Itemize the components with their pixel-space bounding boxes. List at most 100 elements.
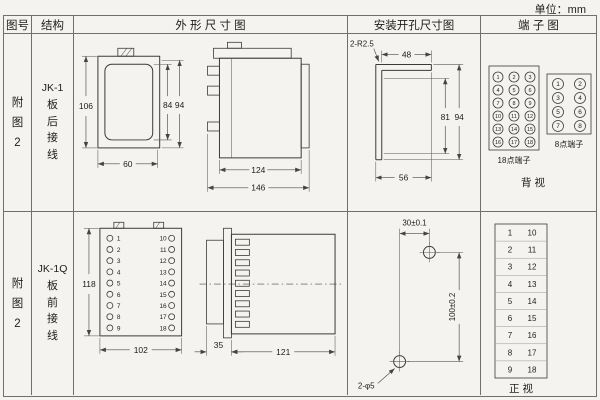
dim-height-106: 106 bbox=[79, 101, 93, 111]
svg-text:2: 2 bbox=[512, 75, 515, 81]
svg-text:2: 2 bbox=[578, 81, 582, 88]
svg-text:14: 14 bbox=[511, 127, 517, 133]
svg-text:11: 11 bbox=[511, 114, 517, 120]
terminal-strip-outline bbox=[494, 223, 548, 379]
jk1-side-view: 124 146 bbox=[207, 41, 310, 192]
jk1-front-view: 106 84 94 60 bbox=[79, 47, 185, 168]
svg-text:5: 5 bbox=[556, 109, 560, 116]
svg-text:3: 3 bbox=[508, 263, 513, 272]
svg-text:7: 7 bbox=[117, 303, 121, 310]
jk1q-side-view: 35 121 bbox=[194, 227, 344, 357]
dim-width-102: 102 bbox=[134, 345, 148, 355]
svg-text:3: 3 bbox=[528, 75, 531, 81]
svg-text:10: 10 bbox=[528, 229, 537, 238]
svg-text:12: 12 bbox=[527, 114, 533, 120]
col-header-install: 安装开孔尺寸图 bbox=[348, 16, 481, 34]
svg-text:6: 6 bbox=[578, 109, 582, 116]
dim-width-48: 48 bbox=[402, 49, 412, 59]
figure-number-row2: 附图2 bbox=[11, 277, 24, 330]
install-cell-row1: 2-R2.5 48 81 94 bbox=[348, 34, 481, 212]
svg-text:18: 18 bbox=[528, 365, 537, 374]
svg-text:16: 16 bbox=[159, 303, 167, 310]
svg-text:15: 15 bbox=[527, 127, 533, 133]
svg-text:17: 17 bbox=[528, 348, 537, 357]
svg-text:4: 4 bbox=[578, 95, 582, 102]
dim-height-94: 94 bbox=[175, 100, 185, 110]
rear-view-label: 背 视 bbox=[521, 176, 545, 189]
svg-text:6: 6 bbox=[528, 88, 531, 94]
model-jk1: JK-1 bbox=[41, 82, 64, 94]
svg-text:5: 5 bbox=[512, 88, 515, 94]
spec-table: 图号 结构 外 形 尺 寸 图 安装开孔尺寸图 端 子 图 附图2 JK-1 板… bbox=[3, 15, 597, 397]
svg-text:12: 12 bbox=[159, 258, 167, 265]
jk1-install-drawing: 2-R2.5 48 81 94 bbox=[350, 39, 464, 182]
dim-height-84: 84 bbox=[163, 100, 173, 110]
dim-height-94-install: 94 bbox=[454, 112, 464, 122]
model-jk1q: JK-1Q bbox=[37, 263, 68, 275]
terminal-8-label: 8点端子 bbox=[555, 139, 583, 149]
svg-text:8: 8 bbox=[508, 348, 513, 357]
svg-text:15: 15 bbox=[159, 292, 167, 299]
svg-text:5: 5 bbox=[508, 297, 513, 306]
jk1q-install-drawing: 30±0.1 100±0.2 2-φ5 bbox=[358, 219, 464, 390]
svg-text:11: 11 bbox=[160, 247, 167, 254]
svg-text:17: 17 bbox=[511, 140, 517, 146]
svg-text:1: 1 bbox=[117, 236, 121, 243]
jk1-outline-drawing: 106 84 94 60 bbox=[79, 41, 310, 192]
svg-text:6: 6 bbox=[117, 292, 121, 299]
dim-depth-124: 124 bbox=[251, 164, 265, 174]
dim-depth-35: 35 bbox=[214, 340, 224, 350]
dim-hole-spacing-y: 100±0.2 bbox=[448, 293, 457, 322]
svg-text:18: 18 bbox=[159, 325, 167, 332]
svg-text:9: 9 bbox=[117, 325, 121, 332]
svg-text:14: 14 bbox=[159, 281, 167, 288]
wiring-type-row2: 板前接线 bbox=[47, 280, 58, 342]
svg-text:8: 8 bbox=[512, 101, 515, 107]
svg-text:12: 12 bbox=[528, 263, 537, 272]
svg-text:2: 2 bbox=[508, 246, 513, 255]
svg-text:1: 1 bbox=[508, 229, 513, 238]
svg-text:16: 16 bbox=[528, 331, 537, 340]
col-header-outline: 外 形 尺 寸 图 bbox=[74, 16, 348, 34]
svg-text:8: 8 bbox=[117, 314, 121, 321]
front-view-label: 正 视 bbox=[509, 382, 533, 395]
svg-text:6: 6 bbox=[508, 314, 513, 323]
svg-text:1: 1 bbox=[496, 75, 499, 81]
col-header-structure: 结构 bbox=[32, 16, 74, 34]
structure-cell-row1: JK-1 板后接线 bbox=[32, 34, 74, 212]
outline-cell-row1: 106 84 94 60 bbox=[74, 34, 348, 212]
dim-width-60: 60 bbox=[123, 158, 133, 168]
dim-depth-121: 121 bbox=[276, 347, 290, 357]
figure-number-cell-row2: 附图2 bbox=[4, 212, 32, 395]
svg-text:9: 9 bbox=[528, 101, 531, 107]
install-cell-row2: 30±0.1 100±0.2 2-φ5 bbox=[348, 212, 481, 395]
col-header-figure: 图号 bbox=[4, 16, 32, 34]
dim-width-56: 56 bbox=[399, 172, 409, 182]
svg-text:7: 7 bbox=[508, 331, 513, 340]
wiring-type-row1: 板后接线 bbox=[47, 99, 58, 161]
dim-hole-spacing-x: 30±0.1 bbox=[402, 219, 427, 228]
svg-text:4: 4 bbox=[508, 280, 513, 289]
note-corner-radius: 2-R2.5 bbox=[350, 39, 374, 48]
svg-text:2: 2 bbox=[117, 247, 121, 254]
svg-text:1: 1 bbox=[556, 81, 560, 88]
svg-text:7: 7 bbox=[496, 101, 499, 107]
panel-cutout-profile bbox=[375, 63, 432, 160]
svg-text:4: 4 bbox=[496, 88, 499, 94]
svg-text:18: 18 bbox=[527, 140, 533, 146]
unit-label: 单位：mm bbox=[534, 4, 586, 16]
figure-number-row1: 附图2 bbox=[11, 96, 24, 149]
